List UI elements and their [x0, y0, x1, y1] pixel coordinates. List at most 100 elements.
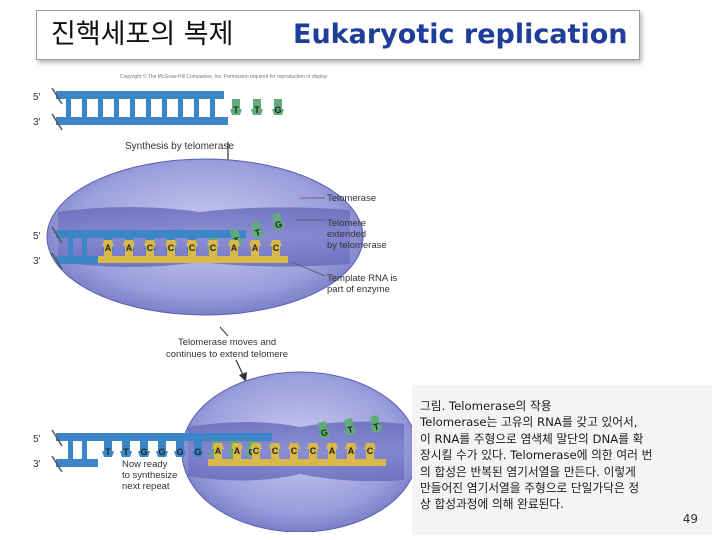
mid-rna-base: C — [165, 240, 177, 256]
top-rung — [98, 99, 103, 117]
caption-title: 그림. Telomerase의 작용 — [420, 399, 552, 413]
mid-strand-upper — [56, 230, 246, 238]
bot-rna-base: C — [307, 443, 319, 459]
mid-break-marks — [51, 226, 63, 270]
title-box: 진핵세포의 복제 Eukaryotic replication — [36, 10, 640, 60]
top-rung — [146, 99, 151, 117]
bot-top-base-letter: G — [140, 447, 147, 457]
mid-rung — [68, 238, 73, 256]
bot-rna-base-letter: C — [310, 446, 317, 456]
top-strand-lower — [56, 117, 228, 125]
bot-rna-base-letter: C — [253, 446, 260, 456]
bot-rna-base-letter: A — [329, 446, 336, 456]
mid-rna-base-letter: A — [126, 243, 133, 253]
mid-top-base-letter: G — [274, 219, 283, 230]
mid-rna-base: C — [207, 240, 219, 256]
mid-rna-base: A — [123, 240, 135, 256]
template-rna-line1: Template RNA is — [327, 273, 397, 284]
mid-rna-base-letter: A — [105, 243, 112, 253]
mid-rna-strand — [98, 256, 288, 263]
mid-rna-base-letter: C — [168, 243, 175, 253]
bot-float-base-letter: G — [320, 427, 329, 438]
middle-dna: 5′ 3′ TTGGGGTTGAACCCCAAC — [33, 213, 288, 270]
middle-annotations: Telomerase Telomere extended by telomera… — [291, 193, 397, 295]
bot-rna-strand — [208, 459, 386, 466]
mid-rna-base-letter: A — [252, 243, 259, 253]
bot-rna-base: A — [231, 443, 243, 459]
bot-top-base: T — [120, 441, 132, 457]
tick-mark — [219, 326, 229, 337]
bot-rna-base-letter: A — [234, 446, 241, 456]
caption-line-1: Telomerase는 고유의 RNA를 갖고 있어서, — [420, 415, 638, 430]
mid-rna-base-letter: C — [210, 243, 217, 253]
top-break-marks — [51, 87, 63, 131]
top-overhang-base-letter: T — [233, 105, 239, 115]
ready-label-line2: to synthesize — [122, 470, 177, 481]
mid-rna-base-letter: C — [147, 243, 154, 253]
top-3-label: 3′ — [33, 117, 41, 128]
telomerase-label: Telomerase — [327, 193, 376, 204]
bot-top-base-letter: G — [194, 447, 201, 457]
mid-rna-base: C — [270, 240, 282, 256]
mid-rna-base: A — [228, 240, 240, 256]
bot-rna-base-letter: C — [367, 446, 374, 456]
bot-rna-base: A — [326, 443, 338, 459]
top-strand-upper — [56, 91, 224, 99]
top-rung — [130, 99, 135, 117]
caption-line-5: 만들어진 염기서열을 주형으로 단일가닥은 정 — [420, 481, 640, 496]
caption-line-4: 의 합성은 반복된 염기서열을 만든다. 이렇게 — [420, 464, 636, 479]
top-5-label: 5′ — [33, 92, 41, 103]
top-rung — [210, 99, 215, 117]
page-number: 49 — [682, 511, 698, 526]
bot-float-base: T — [344, 418, 356, 436]
top-overhang-base-letter: T — [254, 105, 260, 115]
top-rung — [162, 99, 167, 117]
bot-rna-base: A — [212, 443, 224, 459]
bot-rna-base: C — [288, 443, 300, 459]
bot-float-base: G — [318, 421, 330, 439]
bot-top-base: G — [156, 441, 168, 457]
caption-line-6: 상 합성과정에 의해 완료된다. — [420, 497, 564, 512]
moves-label-line1: Telomerase moves and — [178, 337, 276, 348]
bot-rna-base: C — [269, 443, 281, 459]
bot-rna-base-letter: A — [348, 446, 355, 456]
mid-rna-base: A — [249, 240, 261, 256]
caption-line-2: 이 RNA를 주형으로 염색체 말단의 DNA를 확 — [420, 431, 644, 446]
copyright-text: Copyright © The McGraw-Hill Companies, I… — [120, 73, 328, 80]
telomere-extended-line1: Telomere — [327, 218, 366, 229]
mid-rna-base: C — [186, 240, 198, 256]
top-overhang-base: G — [272, 99, 284, 115]
bot-strand-upper — [56, 433, 272, 441]
top-rung — [66, 99, 71, 117]
mid-top-base: T — [251, 221, 264, 239]
top-rung — [194, 99, 199, 117]
mid-rna-base-letter: C — [273, 243, 280, 253]
bottom-dna: 5′ 3′ TTGGGGTTGAACCCCAACGTT — [33, 415, 386, 473]
bot-3-label: 3′ — [33, 459, 41, 470]
ready-label-line3: next repeat — [122, 481, 170, 492]
mid-3-label: 3′ — [33, 256, 41, 267]
bot-rna-base: C — [364, 443, 376, 459]
template-rna-line2: part of enzyme — [327, 284, 390, 295]
bot-break-marks — [51, 429, 63, 473]
bot-top-base-letter: T — [123, 447, 129, 457]
bot-top-base: G — [174, 441, 186, 457]
caption-line-3: 장시킬 수가 있다. Telomerase에 의한 여러 번 — [420, 448, 653, 463]
top-overhang-base-letter: G — [274, 105, 281, 115]
telomerase-figure: Copyright © The McGraw-Hill Companies, I… — [33, 73, 419, 532]
ready-label-line1: Now ready — [122, 459, 168, 470]
bot-top-base-letter: T — [105, 447, 111, 457]
bot-top-base-letter: G — [158, 447, 165, 457]
top-rung — [178, 99, 183, 117]
mid-rna-base: A — [102, 240, 114, 256]
bot-float-base-letter: T — [347, 424, 355, 435]
title-korean: 진핵세포의 복제 — [51, 19, 234, 50]
top-overhang-base: T — [251, 99, 263, 115]
bot-strand-lower — [56, 459, 98, 467]
bot-5-label: 5′ — [33, 434, 41, 445]
step1-label: Synthesis by telomerase — [125, 141, 234, 152]
mid-rung — [82, 238, 87, 256]
bot-rung — [82, 441, 87, 459]
bot-rung — [68, 441, 73, 459]
bot-rna-base-letter: C — [272, 446, 279, 456]
